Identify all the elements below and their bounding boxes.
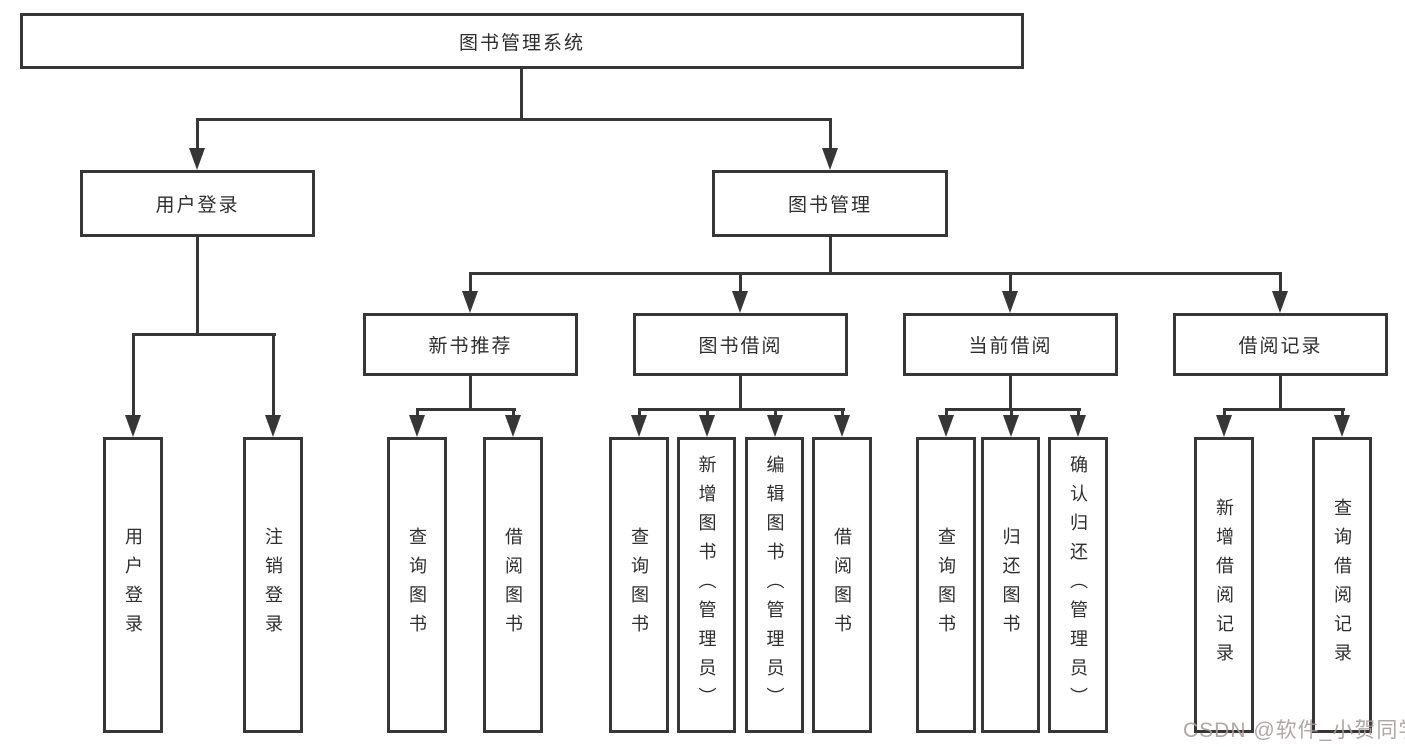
arrowhead-login [125, 415, 141, 437]
node-label: 用户登录 [155, 195, 240, 216]
leaf-query-books-borrowing: 查询图书 [609, 437, 669, 733]
leaf-query-borrow-record: 查询借阅记录 [1312, 437, 1372, 733]
connector-current-drop [1009, 272, 1012, 295]
leaf-edit-books-admin: 编辑图书（管理员） [745, 437, 804, 733]
connector-book-mgmt-stem [829, 237, 832, 272]
leaf-label: 借阅图书 [503, 527, 523, 643]
node-book-management: 图书管理 [712, 170, 948, 237]
node-label: 图书管理系统 [458, 32, 585, 54]
connector-borrow-bar [638, 408, 845, 411]
leaf-label: 新增借阅记录 [1214, 498, 1234, 672]
csdn-watermark: CSDN @软件_小贺同学 [1183, 719, 1405, 742]
connector-newbook-stem [469, 376, 472, 408]
arrowhead-current [1002, 291, 1018, 313]
leaf-label: 用户登录 [123, 527, 143, 643]
connector-leaf-drop [512, 408, 515, 419]
arrowhead-leaf [409, 415, 425, 437]
node-label: 新书推荐 [428, 336, 513, 357]
arrowhead-leaf [505, 415, 521, 437]
connector-leaf-drop [945, 408, 948, 419]
connector-leaf-drop [841, 408, 844, 419]
connector-leaf-drop [638, 408, 641, 419]
connector-root-stem [520, 68, 523, 118]
leaf-query-books-current: 查询图书 [916, 437, 976, 733]
arrowhead-newbook [462, 291, 478, 313]
node-user-login: 用户登录 [80, 170, 315, 237]
connector-logout-drop [272, 333, 275, 419]
leaf-return-books: 归还图书 [981, 437, 1040, 733]
leaf-label: 编辑图书（管理员） [764, 454, 785, 716]
leaf-add-books-admin: 新增图书（管理员） [677, 437, 736, 733]
leaf-label: 查询借阅记录 [1332, 498, 1352, 672]
node-label: 当前借阅 [968, 336, 1053, 357]
connector-newbook-bar [416, 408, 516, 411]
connector-leaf-drop [774, 408, 777, 419]
connector-user-login-stem [196, 237, 199, 333]
arrowhead-logout [265, 415, 281, 437]
leaf-label: 查询图书 [407, 527, 427, 643]
leaf-logout: 注销登录 [243, 437, 303, 733]
arrowhead-leaf [938, 415, 954, 437]
node-library-system: 图书管理系统 [20, 13, 1024, 69]
connector-records-bar [1223, 408, 1345, 411]
arrowhead-leaf [1334, 415, 1350, 437]
node-label: 图书借阅 [698, 336, 783, 357]
connector-root-left-drop [196, 118, 199, 152]
arrowhead-book-management [822, 148, 838, 170]
connector-root-right-drop [829, 118, 832, 152]
connector-leaf-drop [706, 408, 709, 419]
leaf-user-login: 用户登录 [103, 437, 163, 733]
connector-root-bar [196, 118, 832, 121]
leaf-confirm-return-admin: 确认归还（管理员） [1048, 437, 1108, 733]
leaf-label: 新增图书（管理员） [696, 454, 717, 716]
arrowhead-leaf [834, 415, 850, 437]
arrowhead-leaf [1216, 415, 1232, 437]
connector-leaf-drop [416, 408, 419, 419]
connector-login-drop [132, 333, 135, 419]
arrowhead-leaf [699, 415, 715, 437]
leaf-label: 查询图书 [629, 527, 649, 643]
node-label: 图书管理 [787, 195, 872, 216]
leaf-borrow-books-recommend: 借阅图书 [483, 437, 543, 733]
node-label: 借阅记录 [1238, 336, 1323, 357]
connector-leaf-drop [1010, 408, 1013, 419]
connector-records-stem [1279, 376, 1282, 408]
node-borrow-records: 借阅记录 [1173, 313, 1388, 376]
connector-user-login-bar [132, 333, 276, 336]
leaf-query-books-recommend: 查询图书 [387, 437, 447, 733]
connector-records-drop [1279, 272, 1282, 295]
connector-leaf-drop [1341, 408, 1344, 419]
leaf-label: 查询图书 [936, 527, 956, 643]
leaf-borrow-books: 借阅图书 [812, 437, 872, 733]
connector-borrow-stem [739, 376, 742, 408]
connector-borrow-drop [739, 272, 742, 295]
arrowhead-leaf [1070, 415, 1086, 437]
arrowhead-leaf [631, 415, 647, 437]
leaf-label: 借阅图书 [832, 527, 852, 643]
leaf-label: 注销登录 [263, 527, 283, 643]
arrowhead-user-login [189, 148, 205, 170]
arrowhead-leaf [1003, 415, 1019, 437]
leaf-label: 归还图书 [1000, 527, 1021, 643]
node-book-borrowing: 图书借阅 [633, 313, 848, 376]
arrowhead-records [1272, 291, 1288, 313]
leaf-add-borrow-record: 新增借阅记录 [1194, 437, 1254, 733]
arrowhead-leaf [767, 415, 783, 437]
node-new-book-recommend: 新书推荐 [363, 313, 578, 376]
arrowhead-borrow [732, 291, 748, 313]
leaf-label: 确认归还（管理员） [1068, 454, 1088, 716]
connector-newbook-drop [469, 272, 472, 295]
connector-leaf-drop [1223, 408, 1226, 419]
connector-current-bar [945, 408, 1081, 411]
node-current-borrowing: 当前借阅 [903, 313, 1118, 376]
connector-book-mgmt-bar [469, 272, 1282, 275]
connector-leaf-drop [1077, 408, 1080, 419]
connector-current-stem [1009, 376, 1012, 408]
